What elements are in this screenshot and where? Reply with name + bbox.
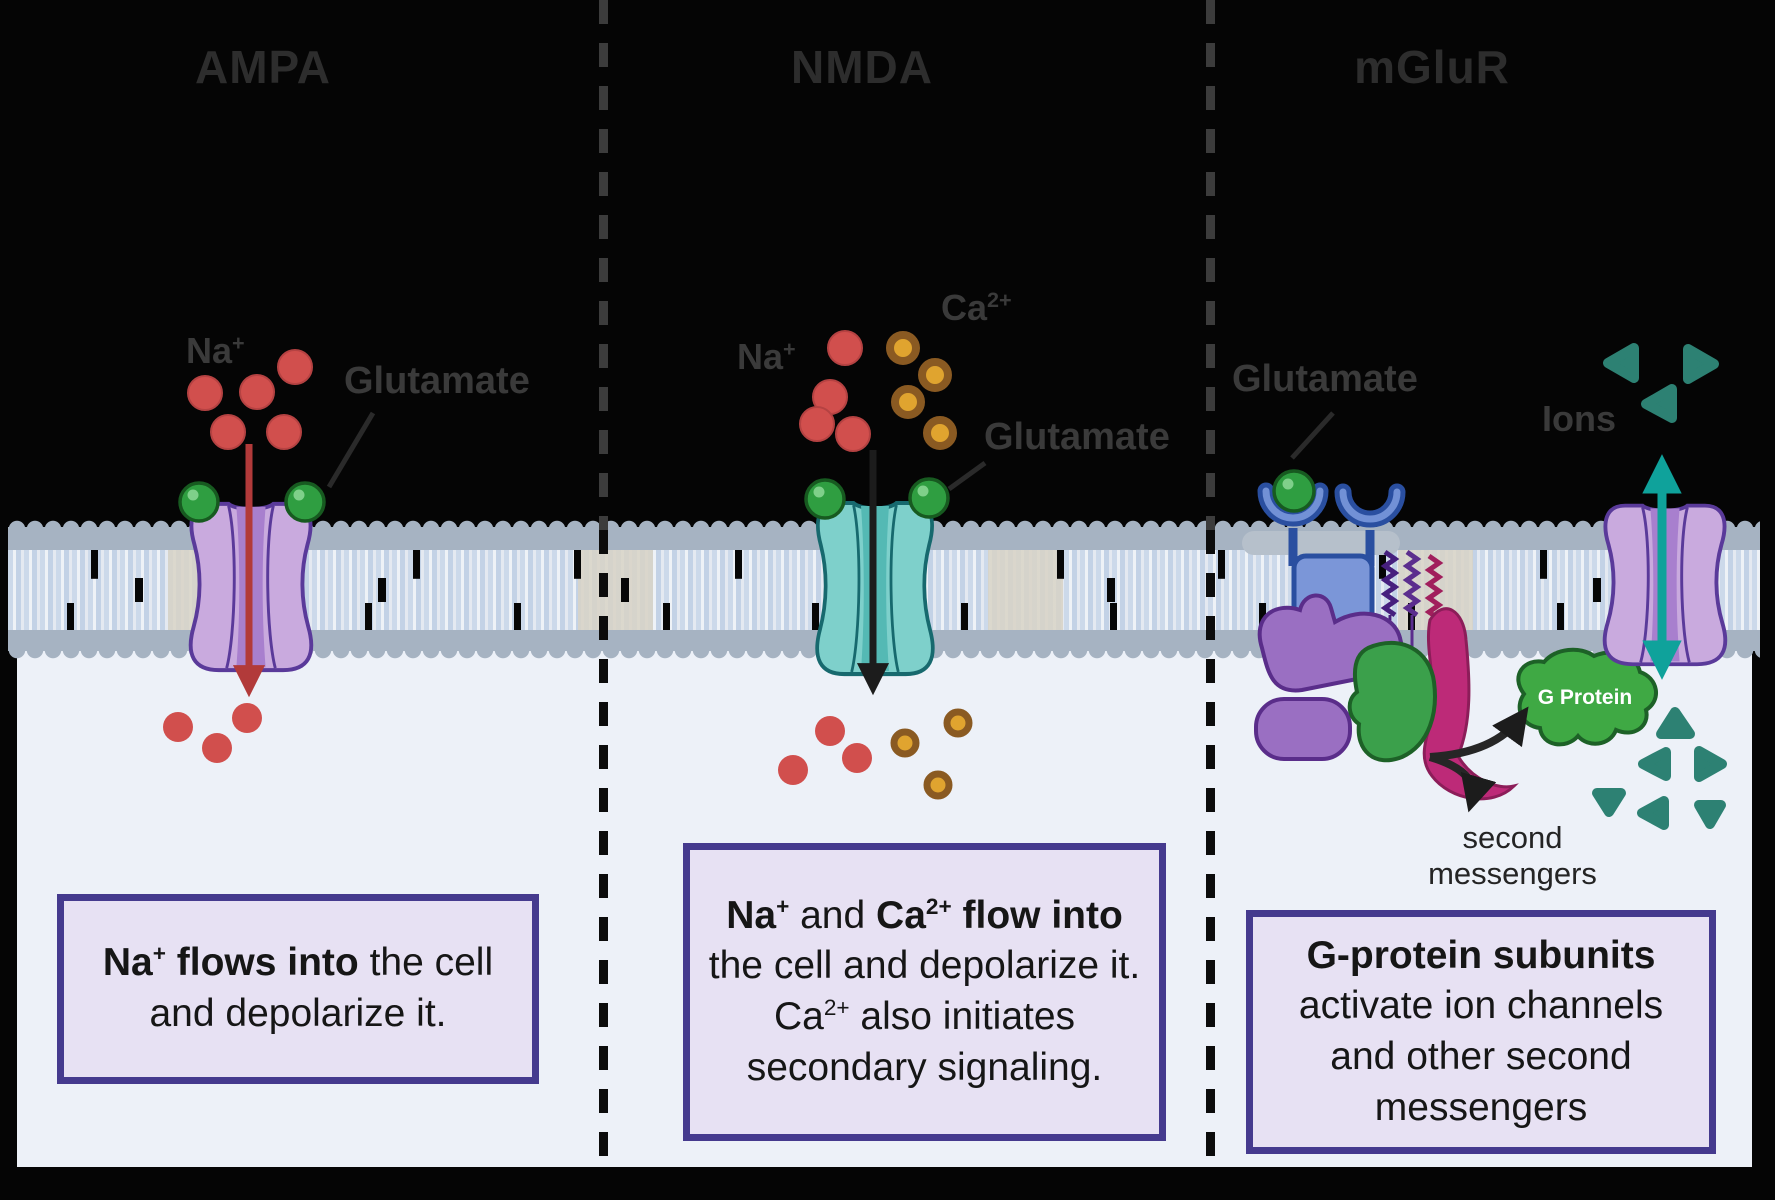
- panel-divider-2: [1206, 0, 1215, 530]
- ions-label: Ions: [1542, 398, 1617, 439]
- ion-triangles-outside: [1603, 343, 1719, 423]
- calcium-ions-outside-nmda: [886, 331, 957, 450]
- glutamate-pointer-line-ampa: [326, 411, 376, 489]
- membrane-gap-pill: [1242, 531, 1400, 555]
- sodium-label-ampa: Na+: [186, 330, 245, 371]
- glutamate-label-mglur: Glutamate: [1232, 358, 1418, 400]
- caption-box-nmda: Na+ and Ca2+ flow into the cell and depo…: [683, 843, 1166, 1141]
- sodium-ions-outside-nmda: [799, 330, 871, 452]
- second-messenger-arrows: [1428, 706, 1529, 813]
- glutamate-molecules-nmda: [804, 477, 950, 520]
- ion-triangles-inside: [1592, 707, 1727, 830]
- glutamate-molecule-mglur: [1272, 469, 1316, 513]
- g-protein-label: G Protein: [1537, 686, 1633, 709]
- sodium-ions-inside-nmda: [778, 716, 872, 785]
- caption-text-mglur: G-protein subunits activate ion channels…: [1298, 933, 1664, 1129]
- green-subunit: [1347, 640, 1437, 763]
- panel-title-ampa: AMPA: [194, 41, 332, 93]
- calcium-label-nmda: Ca2+: [941, 287, 1012, 328]
- glutamate-molecules-ampa: [178, 481, 326, 523]
- g-protein-blob: [1516, 647, 1658, 747]
- panel-divider-1-lower: [599, 530, 608, 1172]
- caption-text-ampa: Na+ flows into the cell and depolarize i…: [102, 941, 494, 1035]
- second-messengers-label: second messengers: [1428, 820, 1597, 891]
- caption-box-ampa: Na+ flows into the cell and depolarize i…: [57, 894, 539, 1084]
- panel-divider-1: [599, 0, 608, 530]
- venus-flytrap-domain-2: [1334, 483, 1406, 528]
- glutamate-pointer-line-nmda: [947, 460, 987, 492]
- sodium-label-nmda: Na+: [737, 336, 796, 377]
- glutamate-label-ampa: Glutamate: [344, 360, 530, 402]
- panel-divider-2-lower: [1206, 530, 1215, 1172]
- panel-title-nmda: NMDA: [791, 41, 933, 93]
- magenta-subunit: [1422, 607, 1519, 801]
- sodium-ions-inside-ampa: [163, 703, 262, 763]
- panel-title-mglur: mGluR: [1354, 41, 1510, 93]
- glutamate-label-nmda: Glutamate: [984, 416, 1170, 458]
- calcium-ions-inside-nmda: [890, 708, 973, 800]
- caption-box-mglur: G-protein subunits activate ion channels…: [1246, 910, 1716, 1154]
- sodium-ions-outside-ampa: [187, 349, 313, 450]
- caption-text-nmda: Na+ and Ca2+ flow into the cell and depo…: [708, 893, 1141, 1089]
- glutamate-pointer-line-mglur: [1290, 411, 1335, 460]
- g-protein-subunit-complex: [1254, 593, 1519, 801]
